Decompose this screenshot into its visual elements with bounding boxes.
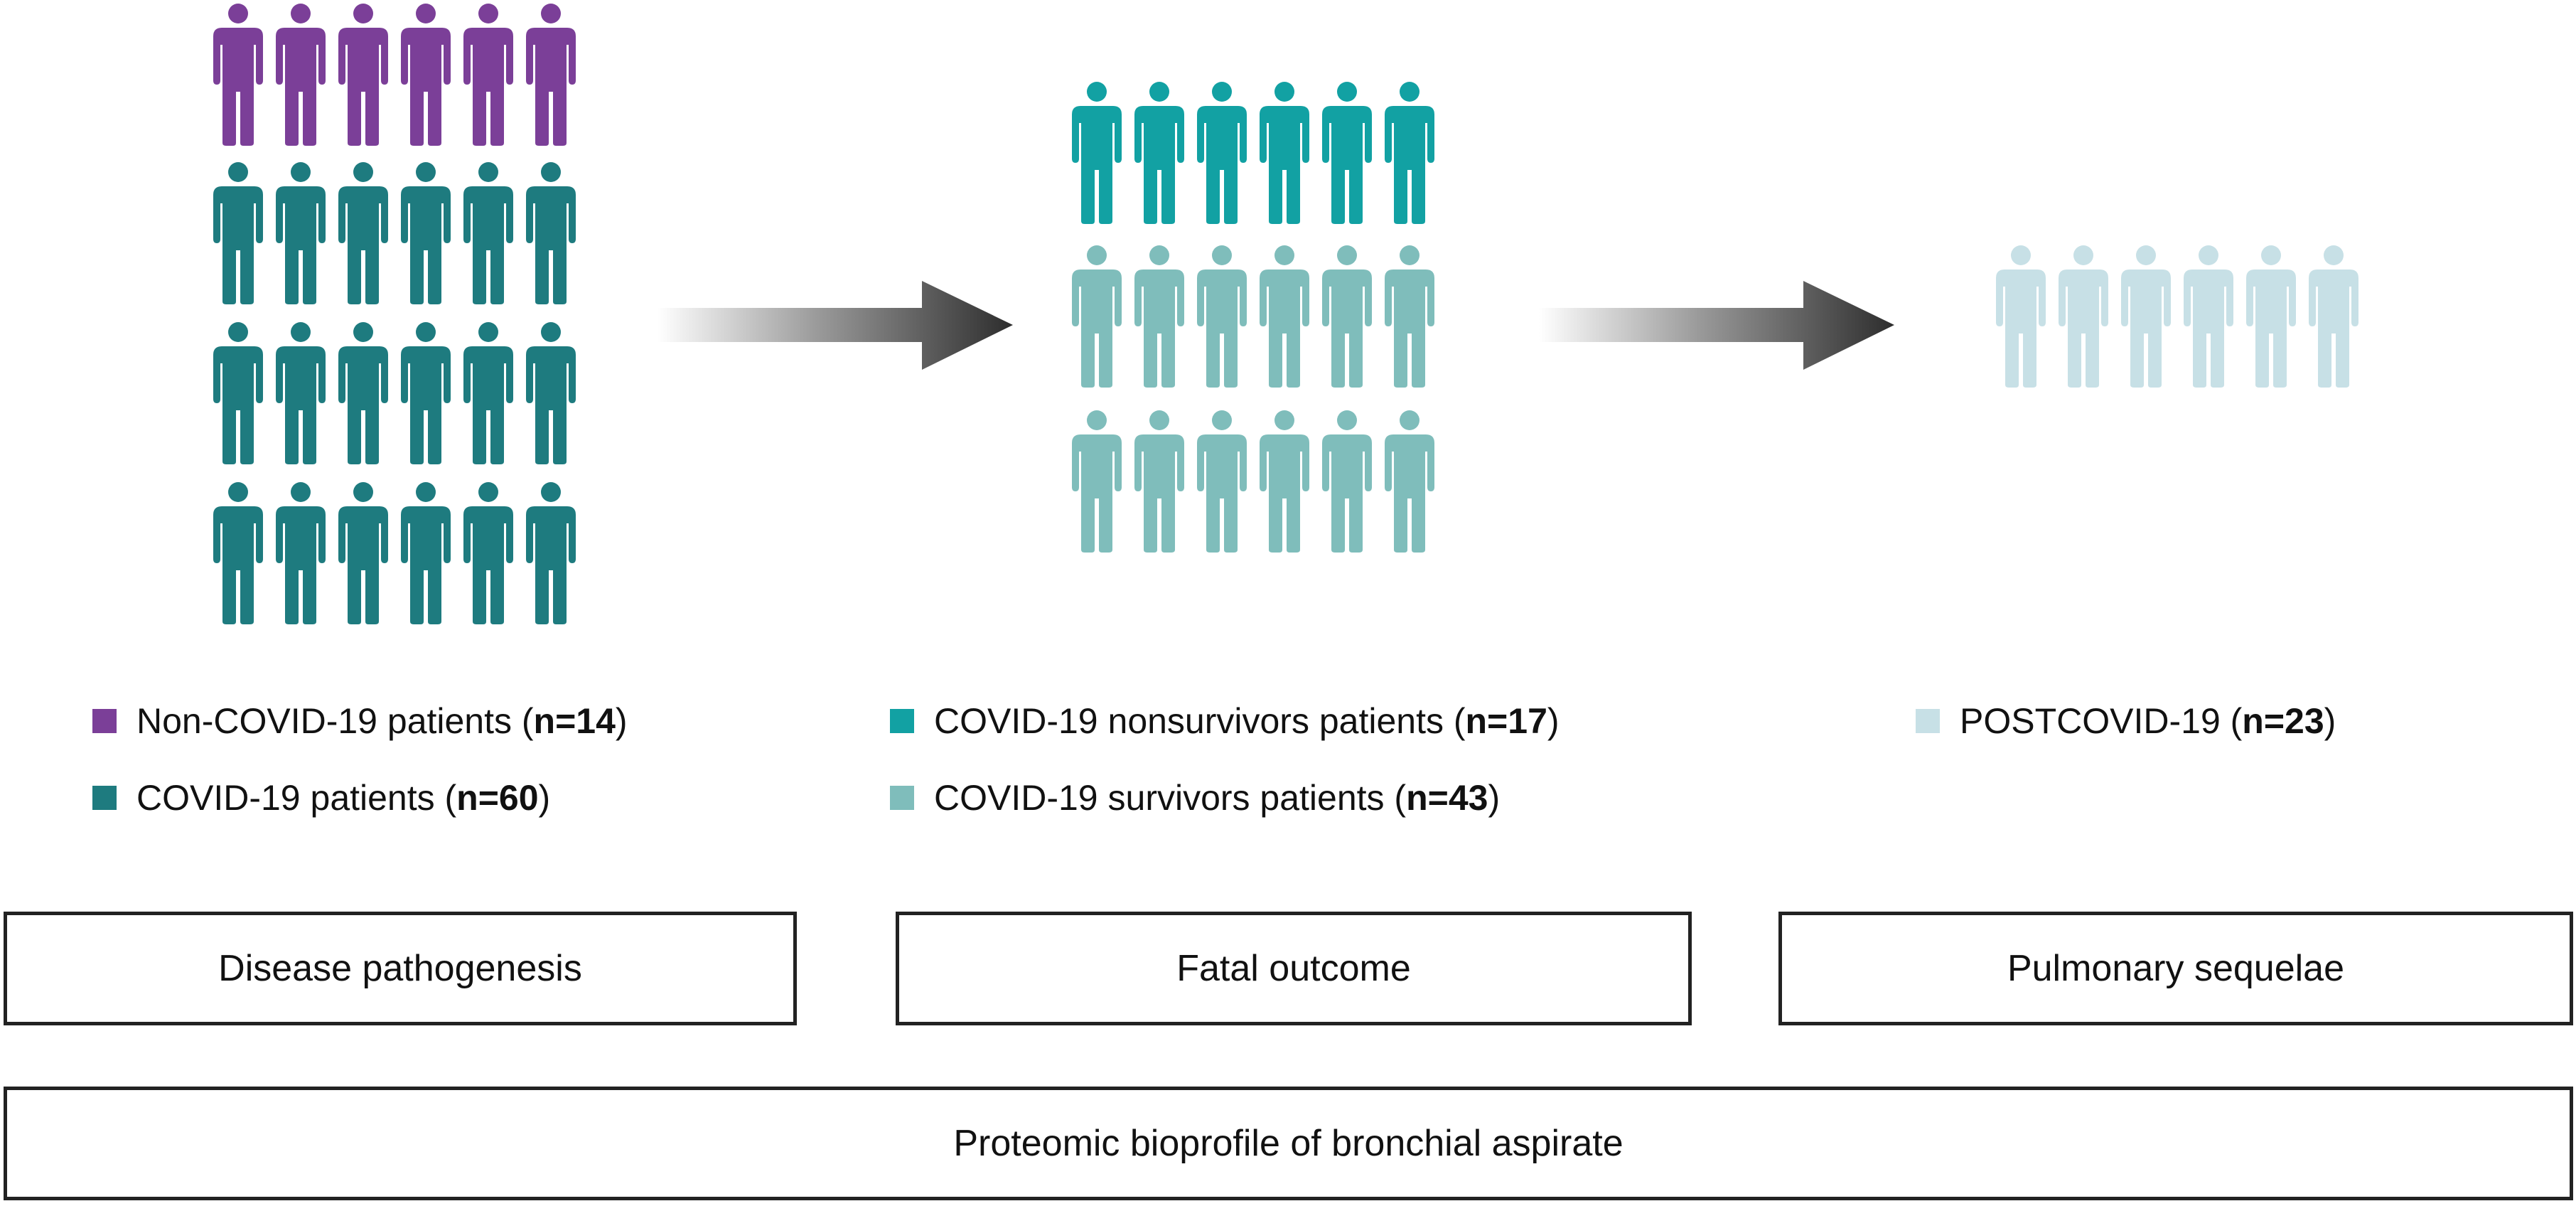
person-icon [213,482,263,624]
legend-postcovid: POSTCOVID-19 (n=23) [1916,700,2336,742]
person-icon [463,322,513,464]
legend-nonsurvivors: COVID-19 nonsurvivors patients (n=17) [890,700,1560,742]
person-icon [1385,245,1434,388]
person-icon [1260,410,1309,553]
person-icon [1322,245,1372,388]
person-icon [401,4,451,146]
person-icon [276,162,326,304]
person-icon [338,322,388,464]
legend-close-non-covid: ) [615,701,628,741]
person-icon [213,322,263,464]
proteomic-bioprofile-box: Proteomic bioprofile of bronchial aspira… [4,1087,2573,1200]
legend-close-nonsurvivors: ) [1547,701,1560,741]
person-icon [526,162,576,304]
legend-swatch-non-covid [92,709,117,733]
legend-covid: COVID-19 patients (n=60) [92,777,550,818]
arrow-right-icon [1539,281,1894,370]
person-icon [338,4,388,146]
person-icon [1072,82,1122,224]
legend-swatch-nonsurvivors [890,709,914,733]
disease-pathogenesis-label: Disease pathogenesis [218,948,582,989]
person-icon [1322,410,1372,553]
legend-n-postcovid: n=23 [2242,701,2324,741]
arrow-right-icon [658,281,1013,370]
fatal-outcome-label: Fatal outcome [1176,948,1411,989]
pulmonary-sequelae-label: Pulmonary sequelae [2007,948,2345,989]
person-icon [526,322,576,464]
person-icon [526,482,576,624]
legend-close-covid: ) [538,778,551,818]
person-icon [2059,245,2108,388]
person-icon [1385,410,1434,553]
person-icon [2246,245,2296,388]
person-icon [213,162,263,304]
person-icon [2121,245,2171,388]
person-icon [1134,245,1184,388]
person-icon [463,482,513,624]
person-icon [463,4,513,146]
person-icon [1260,82,1309,224]
person-icon [1134,410,1184,553]
person-icon [276,482,326,624]
legend-label-non-covid: Non-COVID-19 patients ( [136,701,534,741]
person-icon [213,4,263,146]
legend-non-covid: Non-COVID-19 patients (n=14) [92,700,628,742]
person-icon [401,482,451,624]
legend-swatch-postcovid [1916,709,1940,733]
legend-survivors: COVID-19 survivors patients (n=43) [890,777,1500,818]
proteomic-bioprofile-label: Proteomic bioprofile of bronchial aspira… [953,1123,1624,1164]
person-icon [2309,245,2358,388]
person-icon [1385,82,1434,224]
person-icon [2184,245,2233,388]
person-icon [1260,245,1309,388]
person-icon [1197,82,1247,224]
legend-close-survivors: ) [1488,778,1501,818]
legend-n-non-covid: n=14 [533,701,616,741]
person-icon [526,4,576,146]
person-icon [1197,245,1247,388]
person-icon [276,322,326,464]
person-icon [401,322,451,464]
pulmonary-sequelae-box: Pulmonary sequelae [1778,912,2573,1025]
person-icon [1072,410,1122,553]
legend-label-postcovid: POSTCOVID-19 ( [1960,701,2243,741]
person-icon [1197,410,1247,553]
person-icon [338,162,388,304]
person-icon [338,482,388,624]
legend-label-nonsurvivors: COVID-19 nonsurvivors patients ( [934,701,1466,741]
disease-pathogenesis-box: Disease pathogenesis [4,912,797,1025]
person-icon [401,162,451,304]
legend-label-covid: COVID-19 patients ( [136,778,457,818]
fatal-outcome-box: Fatal outcome [896,912,1692,1025]
person-icon [463,162,513,304]
legend-swatch-survivors [890,786,914,810]
legend-n-survivors: n=43 [1406,778,1488,818]
person-icon [1072,245,1122,388]
person-icon [1996,245,2046,388]
legend-label-survivors: COVID-19 survivors patients ( [934,778,1407,818]
legend-n-covid: n=60 [456,778,539,818]
legend-close-postcovid: ) [2324,701,2336,741]
person-icon [1322,82,1372,224]
person-icon [276,4,326,146]
legend-n-nonsurvivors: n=17 [1465,701,1547,741]
legend-swatch-covid [92,786,117,810]
person-icon [1134,82,1184,224]
